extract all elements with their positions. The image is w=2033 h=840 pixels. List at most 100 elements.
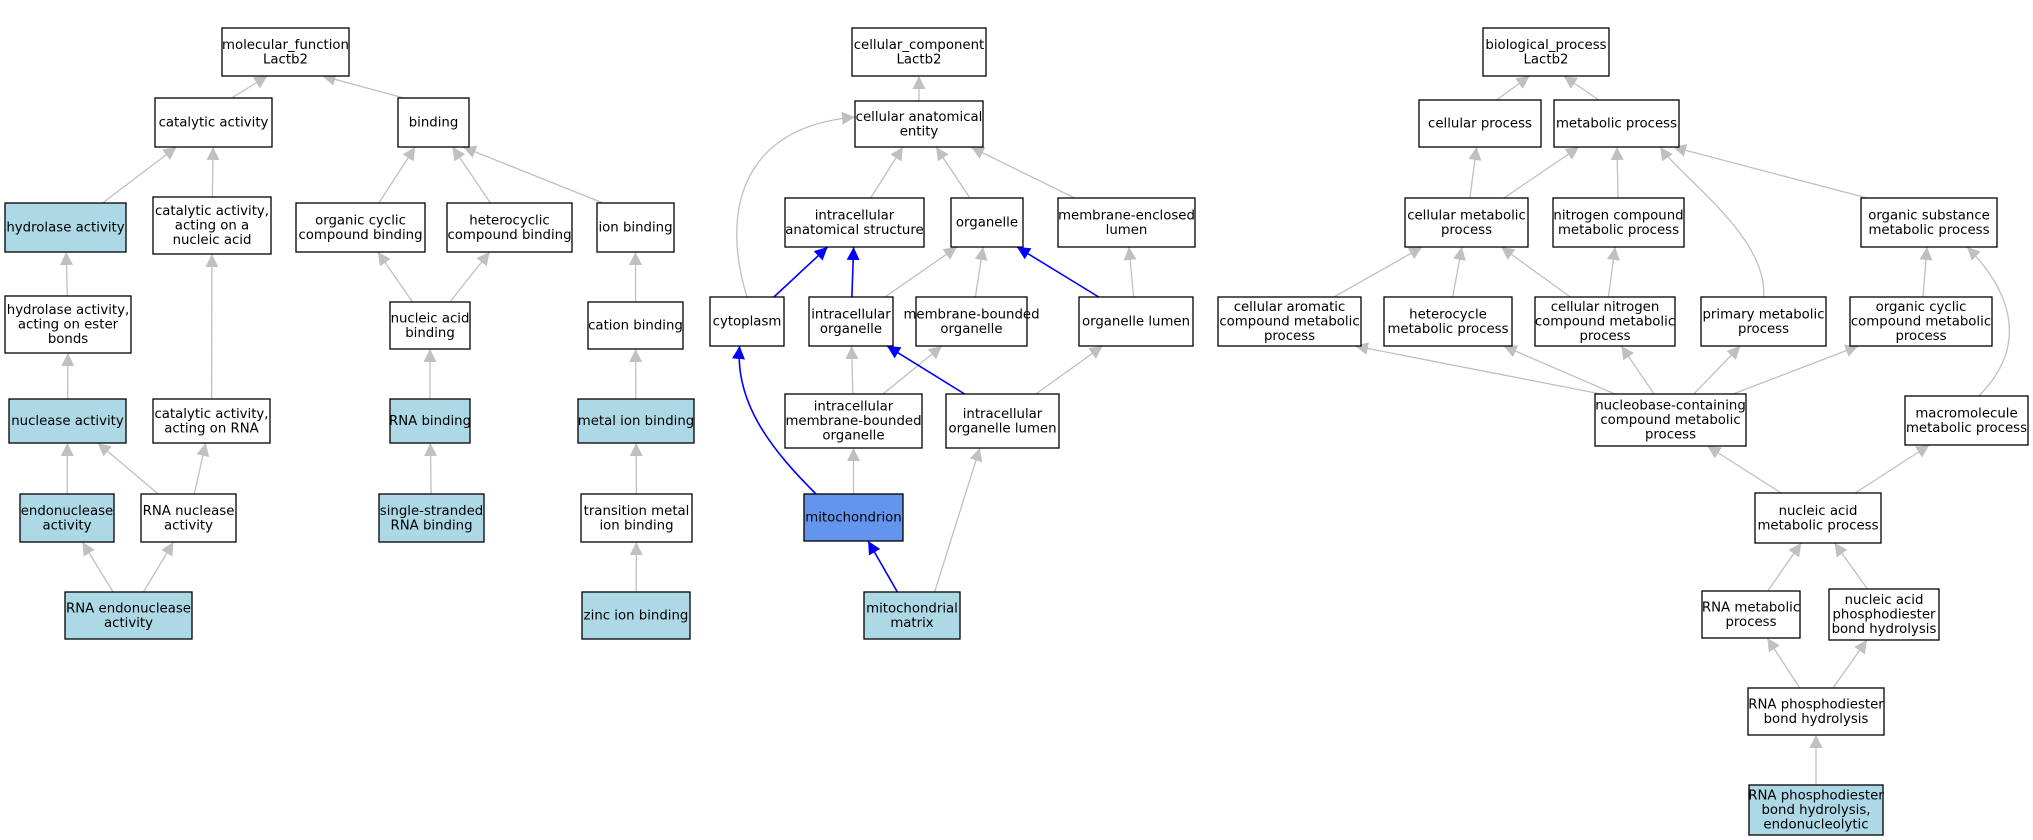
node-label-line: molecular_function <box>222 38 349 53</box>
node-box <box>581 591 691 640</box>
node-label-line: acting on RNA <box>164 421 259 436</box>
edge-nucleobase-cmp-to-primary-mp <box>1693 345 1741 395</box>
node-label-line: organelle lumen <box>1082 315 1190 330</box>
node-label-line: macromolecule <box>1915 406 2017 421</box>
node-label-line: metabolic process <box>1868 223 1989 238</box>
edge-na-phosphodiester-hydrolysis-to-nucleic-acid-mp <box>1833 542 1869 590</box>
node-label-line: RNA phosphodiester <box>1748 697 1884 712</box>
edge-nucleobase-cmp-to-cellular-nitrogen-cmp <box>1620 345 1655 395</box>
go-term-node-organelle-lumen[interactable]: organelle lumen <box>1078 296 1194 347</box>
edge-rna-mp-to-nucleic-acid-mp <box>1767 542 1802 592</box>
node-label-line: nucleic acid <box>391 311 470 326</box>
node-box <box>1748 784 1884 836</box>
node-label-line: compound metabolic <box>1535 315 1675 330</box>
go-term-node-nuclease-activity[interactable]: nuclease activity <box>8 398 127 444</box>
node-label-line: process <box>1645 428 1696 443</box>
node-label-line: single-stranded <box>380 504 483 519</box>
node-box <box>1860 197 1998 248</box>
node-label-line: RNA endonuclease <box>66 601 191 616</box>
edge-cellular-nitrogen-cmp-to-cellular-metabolic-process <box>1500 246 1571 298</box>
go-term-node-hydrolase-activity[interactable]: hydrolase activity <box>4 202 127 253</box>
node-label-line: RNA nuclease <box>143 504 235 519</box>
edge-nucleobase-cmp-to-cellular-aromatic-cmp <box>1354 342 1602 395</box>
node-label-line: RNA binding <box>389 414 471 429</box>
node-box <box>397 97 470 148</box>
edge-rna-endonuclease-activity-to-rna-nuclease-activity <box>142 541 175 593</box>
go-term-node-metabolic-process[interactable]: metabolic process <box>1553 99 1680 148</box>
node-label-line: binding <box>405 326 455 341</box>
node-label-line: metabolic process <box>1558 223 1679 238</box>
node-label-line: acting on a <box>175 219 249 234</box>
node-label-line: zinc ion binding <box>584 609 689 624</box>
go-term-node-catalytic-activity[interactable]: catalytic activity <box>154 97 273 148</box>
go-term-node-binding[interactable]: binding <box>397 97 470 148</box>
edge-intracellular-organelle-to-organelle <box>884 246 958 298</box>
go-term-node-cellular-process[interactable]: cellular process <box>1418 99 1542 148</box>
go-term-node-zinc-ion-binding[interactable]: zinc ion binding <box>581 591 691 640</box>
edge-binding-to-mf-root <box>322 73 405 99</box>
node-box <box>446 202 573 253</box>
node-box <box>1552 197 1685 248</box>
edge-cytoplasm-to-intracellular-anatomical-structure <box>773 246 829 298</box>
go-term-node-cytoplasm[interactable]: cytoplasm <box>709 296 785 347</box>
edge-cytoplasm-to-cellular-anatomical-entity <box>736 111 856 298</box>
go-term-node-rna-binding[interactable]: RNA binding <box>389 398 471 444</box>
go-term-node-organelle[interactable]: organelle <box>950 197 1024 248</box>
node-label-line: primary metabolic <box>1702 307 1824 322</box>
go-term-node-cation-binding[interactable]: cation binding <box>587 301 684 350</box>
node-label-line: cellular nitrogen <box>1551 300 1660 315</box>
go-term-node-metal-ion-binding[interactable]: metal ion binding <box>577 398 695 444</box>
go-term-node-cat-act-rna[interactable]: catalytic activity,acting on RNA <box>152 398 271 444</box>
node-label-line: process <box>1441 223 1492 238</box>
go-term-node-mitochondrion[interactable]: mitochondrion <box>803 493 904 542</box>
node-label-line: membrane-bounded <box>785 414 921 429</box>
edge-rna-nuclease-activity-to-nuclease-activity <box>97 442 159 495</box>
edge-organic-cyclic-cmp-to-organic-substance-mp <box>1919 246 1933 298</box>
node-label-line: nucleobase-containing <box>1595 399 1746 414</box>
node-label-line: organelle <box>822 429 884 444</box>
go-term-node-ion-binding[interactable]: ion binding <box>596 202 675 253</box>
node-label-line: entity <box>900 124 939 139</box>
edge-heterocycle-mp-to-cellular-metabolic-process <box>1451 246 1466 298</box>
node-box <box>221 27 350 77</box>
node-box <box>915 296 1028 347</box>
node-label-line: biological_process <box>1485 38 1606 53</box>
